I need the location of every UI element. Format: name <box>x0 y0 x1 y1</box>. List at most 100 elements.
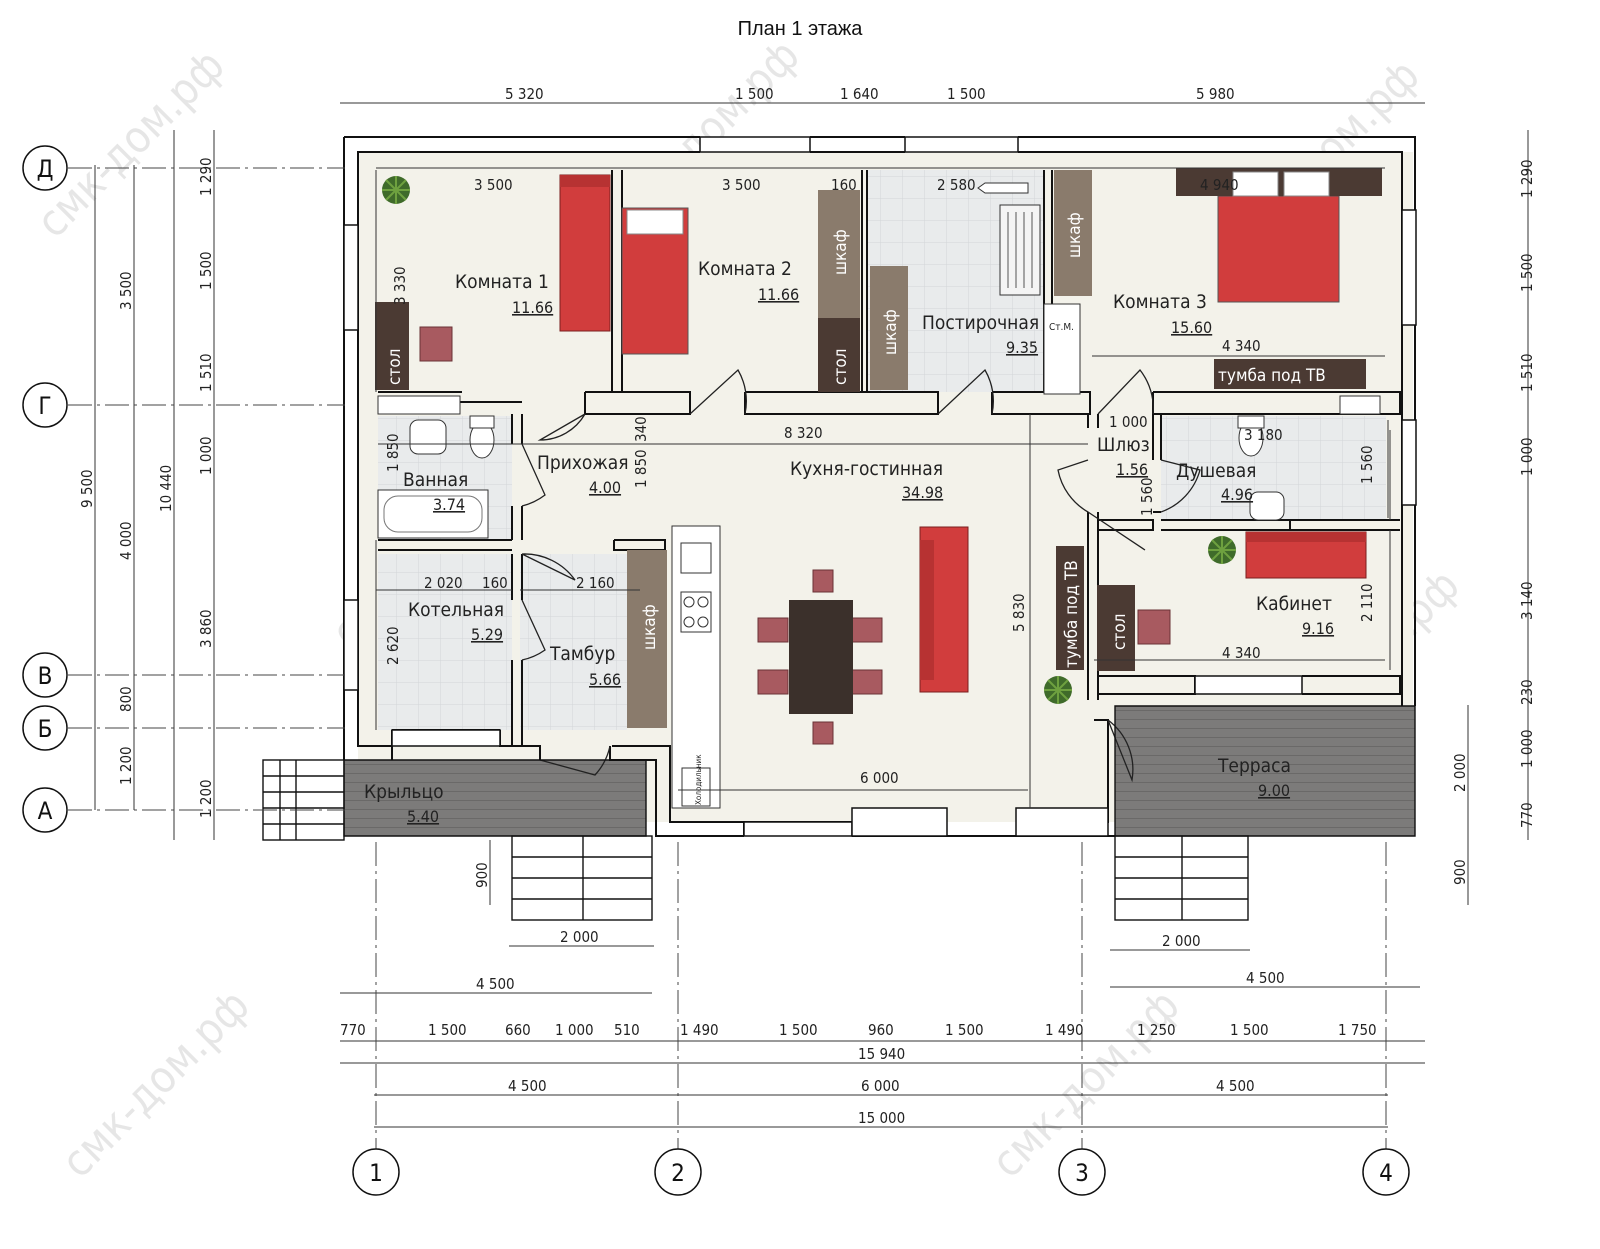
axis-label: В <box>38 662 53 690</box>
room-name: Комната 2 <box>698 258 792 280</box>
dim-label: 160 <box>482 574 508 592</box>
desk <box>1097 585 1135 671</box>
dryer-rack <box>999 204 1041 296</box>
dim-label: 15 940 <box>858 1045 905 1063</box>
dim-label: 1 560 <box>1358 445 1376 484</box>
room-labels: Комната 1 11.66 Комната 2 11.66 Постироч… <box>364 258 1334 826</box>
dim-label: 2 000 <box>1451 753 1469 792</box>
dining-set <box>757 569 883 745</box>
room-area: 34.98 <box>902 483 943 502</box>
dim-label: 900 <box>1451 859 1469 885</box>
dim-label: 4 000 <box>117 521 135 560</box>
bed <box>1217 195 1340 303</box>
sofa <box>559 174 611 332</box>
porch-terrace-outlines <box>262 705 1416 921</box>
tv-stand <box>1056 546 1084 670</box>
dimension-lines <box>94 102 1529 1128</box>
dim-label: 3 500 <box>722 176 761 194</box>
room-area: 9.35 <box>1006 338 1038 357</box>
wardrobe <box>1054 170 1092 296</box>
dim-label: 1 290 <box>1518 159 1536 198</box>
dim-label: 1 560 <box>1138 477 1156 516</box>
chair <box>1137 609 1171 645</box>
doors <box>521 368 1201 783</box>
wardrobe-label: шкаф <box>831 229 851 275</box>
axis-label: Б <box>38 715 53 743</box>
axis-markers: Д Г В Б А 1 2 3 4 <box>22 145 1410 1196</box>
dim-label: 1 000 <box>1518 437 1536 476</box>
dim-label: 15 000 <box>858 1109 905 1127</box>
watermark: смк-дом.рф <box>52 980 260 1188</box>
room-name: Постирочная <box>922 312 1039 334</box>
dim-label: 2 580 <box>937 176 976 194</box>
dim-label: 2 620 <box>384 626 402 665</box>
dim-label: 1 850 <box>384 433 402 472</box>
dim-label: 3 140 <box>1518 581 1536 620</box>
wardrobe <box>818 190 860 318</box>
wardrobe-label: шкаф <box>640 604 660 650</box>
room-name: Котельная <box>408 599 504 621</box>
room-area: 3.74 <box>433 495 465 514</box>
dim-label: 2 020 <box>424 574 463 592</box>
dim-label: 1 490 <box>1045 1021 1084 1039</box>
room-name: Крыльцо <box>364 781 444 803</box>
room-name: Прихожая <box>537 452 629 474</box>
dim-label: 230 <box>1518 679 1536 705</box>
dim-label: 1 500 <box>779 1021 818 1039</box>
dim-label: 160 <box>831 176 857 194</box>
desk <box>818 318 860 392</box>
dim-label: 1 850 <box>632 449 650 488</box>
axis-label: Г <box>38 392 51 420</box>
dim-label: 1 500 <box>197 251 215 290</box>
windows <box>343 136 1417 837</box>
room-name: Душевая <box>1176 460 1256 482</box>
axis-lines <box>68 167 1387 1150</box>
dim-label: 1 500 <box>1230 1021 1269 1039</box>
dim-label: 1 250 <box>1137 1021 1176 1039</box>
dim-label: 5 320 <box>505 85 544 103</box>
dim-label: 3 330 <box>391 266 409 305</box>
dining-table <box>789 600 853 714</box>
room-area: 5.29 <box>471 625 503 644</box>
dim-label: 1 750 <box>1338 1021 1377 1039</box>
axis-label: 3 <box>1075 1159 1089 1187</box>
dim-label: 4 340 <box>1222 644 1261 662</box>
room-name: Комната 3 <box>1113 291 1207 313</box>
table-label: стол <box>1110 614 1130 650</box>
furniture-labels: шкаф стол шкаф шкаф стол шкаф стол тумба… <box>385 212 1326 805</box>
dim-label: 4 500 <box>1246 969 1285 987</box>
dim-label: 1 000 <box>197 436 215 475</box>
room-area: 5.40 <box>407 807 439 826</box>
washer-label: Ст.М. <box>1049 322 1074 333</box>
room-area: 1.56 <box>1116 460 1148 479</box>
dim-label: 6 000 <box>861 1077 900 1095</box>
dim-label: 1 510 <box>197 353 215 392</box>
desk <box>375 302 409 390</box>
room-name: Тамбур <box>549 643 615 665</box>
dim-label: 960 <box>868 1021 894 1039</box>
room-area: 5.66 <box>589 670 621 689</box>
dim-label: 1 640 <box>840 85 879 103</box>
dim-label: 1 510 <box>1518 353 1536 392</box>
room-name: Кухня-гостинная <box>790 458 943 480</box>
tv-stand-label: тумба под ТВ <box>1218 366 1326 386</box>
dim-label: 1 490 <box>680 1021 719 1039</box>
room-area: 4.96 <box>1221 485 1253 504</box>
wardrobe <box>627 550 667 728</box>
dim-label: 2 000 <box>560 928 599 946</box>
dim-label: 1 000 <box>1518 729 1536 768</box>
dim-label: 9 500 <box>78 469 96 508</box>
dim-label: 1 200 <box>197 779 215 818</box>
sink <box>409 419 447 455</box>
wardrobe-label: шкаф <box>1065 212 1085 258</box>
dim-label: 1 500 <box>735 85 774 103</box>
dim-label: 1 500 <box>945 1021 984 1039</box>
sink <box>1249 491 1285 521</box>
room-area: 15.60 <box>1171 318 1212 337</box>
dim-label: 1 200 <box>117 746 135 785</box>
table-label: стол <box>385 349 405 385</box>
dim-label: 1 000 <box>1109 413 1148 431</box>
wardrobe-label: шкаф <box>881 309 901 355</box>
fridge-label: Холодильник <box>694 754 703 805</box>
wardrobe <box>870 266 908 390</box>
